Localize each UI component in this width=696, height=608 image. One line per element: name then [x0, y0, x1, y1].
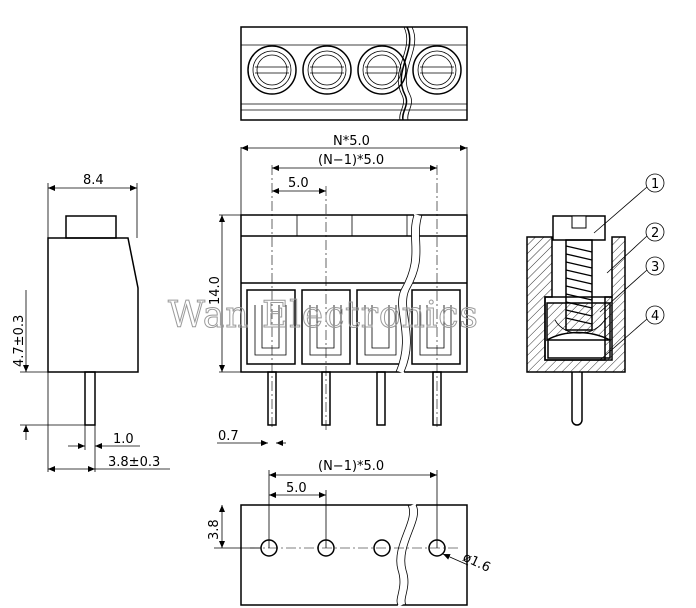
- screw-head-icon: [247, 45, 297, 95]
- dim-pin-offset: 3.8±0.3: [108, 455, 160, 470]
- dim-pitch: 5.0: [288, 176, 309, 191]
- dim-total-width: N*5.0: [333, 134, 370, 149]
- dim-pcb-span: (N−1)*5.0: [318, 459, 384, 474]
- pcb-layout: (N−1)*5.0 5.0 3.8 ø1.6: [207, 459, 493, 607]
- callout-circle-icon: 1: [593, 173, 665, 234]
- wire-entry: [411, 289, 461, 365]
- side-view: 8.4 4.7±0.3 1.0 3.8±0.3: [12, 173, 170, 472]
- callout-2: 2: [651, 226, 659, 241]
- screw-head-icon: [302, 45, 352, 95]
- wire-entry: [246, 289, 296, 365]
- dim-pin-thickness: 0.7: [218, 429, 239, 444]
- screw-head-icon: [412, 45, 462, 95]
- top-view: [240, 26, 468, 121]
- dim-span: (N−1)*5.0: [318, 153, 384, 168]
- callout-1: 1: [651, 177, 659, 192]
- callout-circle-icon: 3: [599, 256, 665, 313]
- callout-3: 3: [651, 260, 659, 275]
- dim-pin-height: 4.7±0.3: [12, 315, 27, 367]
- callout-circle-icon: 4: [599, 305, 665, 361]
- callout-4: 4: [651, 309, 659, 324]
- dim-pcb-pitch: 5.0: [286, 481, 307, 496]
- callout-circle-icon: 2: [606, 222, 665, 274]
- front-view: N*5.0 (N−1)*5.0 5.0: [208, 134, 468, 446]
- dim-body-height: 14.0: [208, 276, 223, 305]
- dim-hole-dia: ø1.6: [460, 550, 492, 576]
- dim-pcb-offset: 3.8: [207, 519, 222, 540]
- dim-side-width: 8.4: [83, 173, 104, 188]
- cross-section: 1 2 3 4: [526, 173, 665, 426]
- watermark: Wan Electronics: [168, 295, 479, 336]
- screw-head-icon: [357, 45, 407, 95]
- dim-pin-width: 1.0: [113, 432, 134, 447]
- wire-entry: [301, 289, 351, 365]
